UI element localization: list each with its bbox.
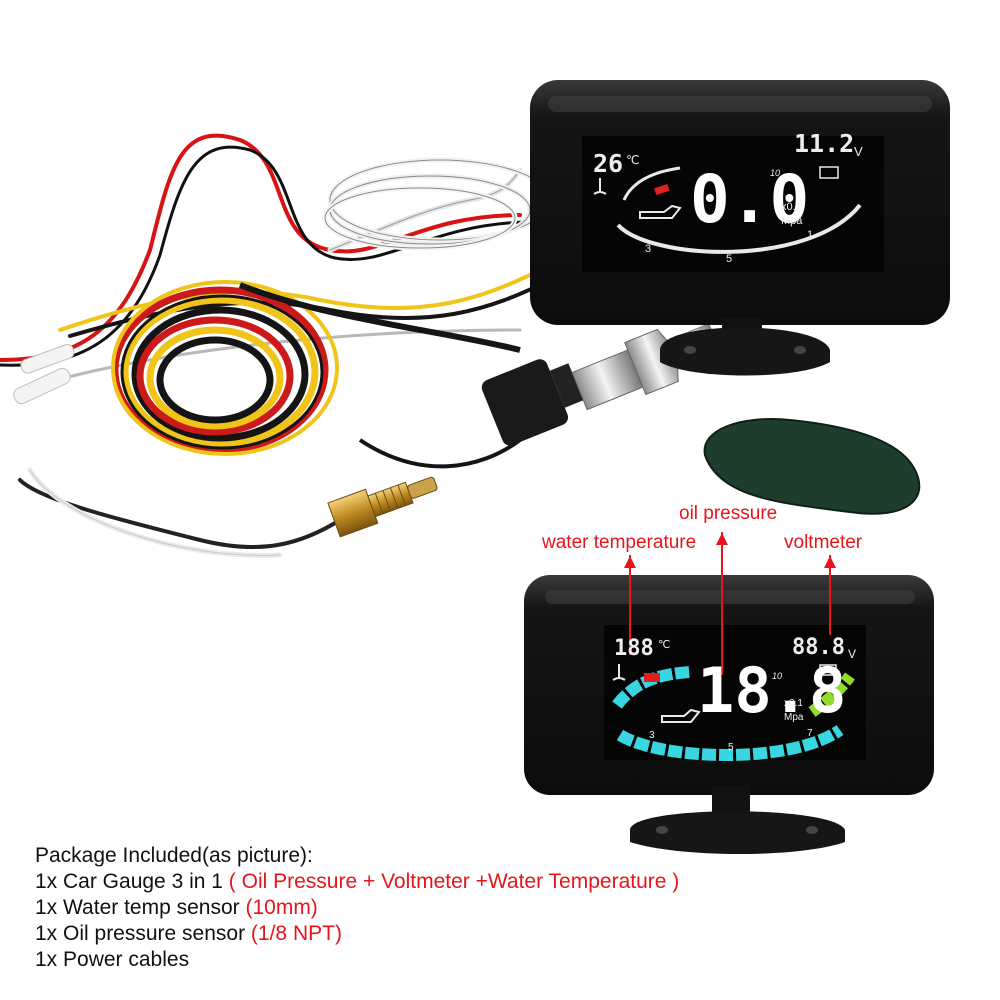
package-item-note: (10mm) <box>245 896 318 919</box>
bullet-connectors <box>13 344 75 405</box>
adhesive-pad <box>703 418 921 515</box>
bottom-scale-max: 10 <box>772 671 782 681</box>
bottom-temp-unit: ℃ <box>658 639 670 651</box>
annotation-arrows <box>624 532 836 675</box>
water-temp-sensor <box>327 476 438 538</box>
package-item-note: ( Oil Pressure + Voltmeter +Water Temper… <box>228 870 680 893</box>
bottom-volt-value: 88.8 <box>792 635 845 660</box>
package-item-text: 1x Power cables <box>35 948 190 971</box>
lcd-screen-top <box>582 136 884 272</box>
top-volt-unit: V <box>854 144 863 159</box>
package-item: 1x Water temp sensor (10mm) <box>35 895 679 921</box>
pressure-bar-segments <box>612 666 855 761</box>
top-temp-unit: ℃ <box>626 153 639 167</box>
top-volt-value: 11.2 <box>794 129 854 158</box>
top-scale-label-3: 3 <box>645 243 651 255</box>
gauge-top <box>530 80 950 376</box>
top-scale-label-5: 5 <box>726 253 732 265</box>
thermometer-icon <box>593 178 607 195</box>
package-item: 1x Oil pressure sensor (1/8 NPT) <box>35 921 679 947</box>
package-list: Package Included(as picture): 1x Car Gau… <box>35 843 679 973</box>
bottom-scale-label-3: 3 <box>649 730 655 741</box>
package-heading: Package Included(as picture): <box>35 844 313 867</box>
temp-sensor-cable <box>358 438 522 469</box>
package-item-note: (1/8 NPT) <box>250 922 342 945</box>
bottom-pressure-value: 18.8 <box>697 654 846 727</box>
package-item: 1x Power cables <box>35 947 679 973</box>
voltmeter-label: voltmeter <box>784 532 863 553</box>
thermometer-icon-bottom <box>612 664 626 681</box>
top-scale-max: 10 <box>770 168 780 178</box>
bottom-pressure-multiplier: x0.1 <box>784 698 803 709</box>
top-pressure-value: 0.0 <box>690 161 809 238</box>
oil-can-icon-bottom <box>661 708 701 723</box>
oil-can-icon <box>639 204 682 219</box>
battery-icon <box>819 166 839 179</box>
bottom-volt-unit: V <box>848 647 856 661</box>
top-scale-label-1: 1 <box>807 229 813 241</box>
package-item-text: 1x Car Gauge 3 in 1 <box>35 870 229 893</box>
white-cable-coil <box>322 157 553 251</box>
bottom-pressure-unit: Mpa <box>784 712 804 723</box>
bottom-scale-label-7: 7 <box>807 728 813 739</box>
top-pressure-unit: Mpa <box>781 215 803 227</box>
sensor-cable <box>238 282 521 353</box>
top-temp-value: 26 <box>593 149 623 178</box>
oil-pressure-label: oil pressure <box>679 503 778 524</box>
tricolor-cable-coil <box>111 280 339 456</box>
water-temperature-label: water temperature <box>542 532 697 553</box>
bottom-scale-label-5: 5 <box>728 742 734 753</box>
gauge-bottom <box>524 575 934 854</box>
bottom-temp-value: 188 <box>614 636 654 661</box>
package-item-text: 1x Water temp sensor <box>35 896 246 919</box>
top-pressure-multiplier: x0.1 <box>781 201 802 213</box>
battery-icon-bottom <box>819 664 837 676</box>
package-item-text: 1x Oil pressure sensor <box>35 922 251 945</box>
package-item: 1x Car Gauge 3 in 1 ( Oil Pressure + Vol… <box>35 869 679 895</box>
